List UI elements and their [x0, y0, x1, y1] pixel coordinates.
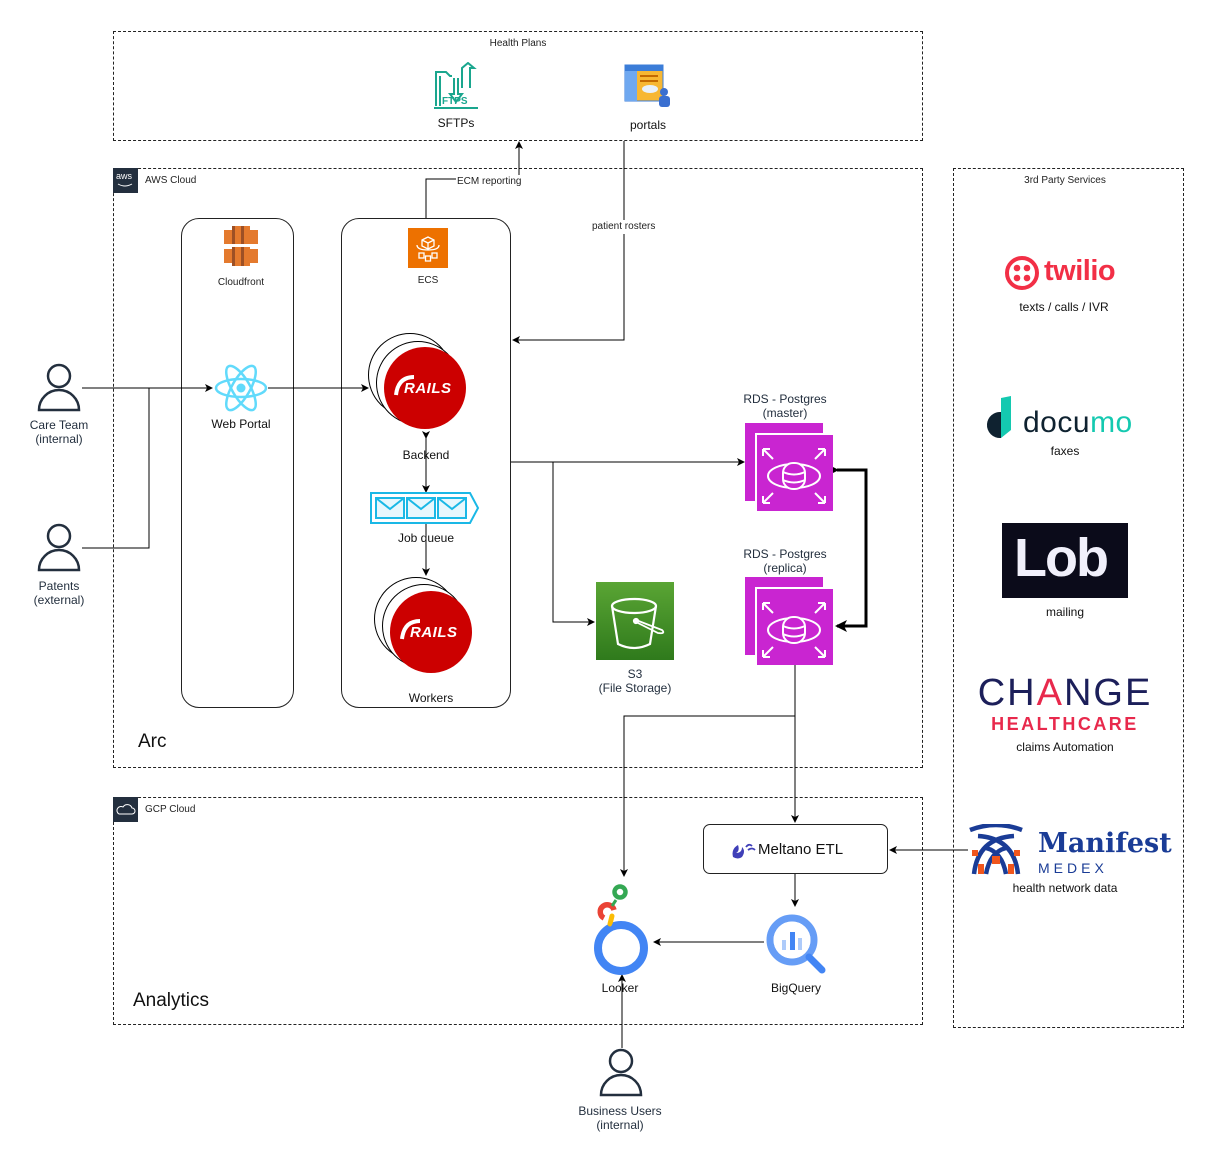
rds-replica-label-line1: RDS - Postgres	[743, 547, 827, 561]
business-users-avatar-icon	[598, 1047, 644, 1097]
react-web-portal-icon	[214, 364, 268, 412]
manifest-wordmark: Manifest	[1038, 828, 1172, 859]
lob-caption: mailing	[1045, 605, 1084, 619]
portals-icon	[624, 64, 672, 108]
rails-logo-text: RAILS	[410, 624, 458, 641]
care-team-label-line1: Care Team	[29, 418, 89, 432]
bigquery-icon	[764, 912, 828, 976]
documo-wordmark-b: mo	[1090, 406, 1133, 439]
healthcare-wordmark: HEALTHCARE	[991, 714, 1139, 734]
sftp-icon: FTPS	[432, 61, 480, 110]
health-plans-group	[113, 31, 923, 141]
rds-master-label-line2: (master)	[762, 406, 808, 420]
gcp-cloud-group	[113, 797, 923, 1025]
sftp-label: SFTPs	[437, 116, 475, 130]
cloudfront-lane	[181, 218, 294, 708]
sftp-icon-text: FTPS	[442, 96, 468, 107]
s3-label-line1: S3	[627, 667, 643, 681]
rds-master-icon	[745, 423, 835, 513]
change-healthcare-logo: CHANGE HEALTHCARE	[972, 672, 1162, 736]
change-wordmark-mid: A	[1036, 672, 1064, 714]
third-party-group	[953, 168, 1184, 1028]
documo-caption: faxes	[1050, 444, 1080, 458]
patients-label-line2: (external)	[33, 593, 85, 607]
backend-label: Backend	[402, 448, 450, 462]
twilio-logo-icon	[1005, 256, 1039, 290]
aws-logo-icon: aws	[113, 168, 138, 193]
documo-wordmark-a: docu	[1023, 406, 1091, 439]
workers-label: Workers	[408, 691, 454, 705]
documo-logo: documo	[985, 396, 1155, 442]
arc-section-title: Arc	[138, 731, 167, 752]
twilio-caption: texts / calls / IVR	[1019, 300, 1109, 314]
web-portal-label: Web Portal	[211, 417, 271, 431]
business-users-label-line1: Business Users	[578, 1104, 662, 1118]
aws-badge-text: aws	[116, 171, 133, 181]
twilio-logo: twilio	[1004, 255, 1134, 291]
s3-bucket-icon	[596, 582, 674, 660]
manifest-medex-logo: Manifest MEDEX	[968, 824, 1172, 876]
health-plans-title: Health Plans	[489, 38, 547, 49]
care-team-avatar-icon	[36, 362, 82, 412]
backend-rails-stack: RAILS	[368, 333, 468, 433]
bigquery-label: BigQuery	[770, 981, 822, 995]
meltano-label: Meltano ETL	[758, 841, 844, 858]
meltano-logo-icon	[732, 843, 756, 859]
ecs-label: ECS	[417, 275, 439, 286]
rds-master-label-line1: RDS - Postgres	[743, 392, 827, 406]
analytics-section-title: Analytics	[133, 990, 210, 1011]
ecs-icon	[408, 228, 448, 268]
medex-wordmark: MEDEX	[1038, 860, 1108, 876]
gcp-cloud-icon	[113, 797, 138, 822]
business-users-label-line2: (internal)	[596, 1118, 644, 1132]
change-wordmark-pre: CH	[977, 672, 1037, 714]
workers-rails-stack: RAILS	[374, 577, 474, 677]
cloudfront-label: Cloudfront	[217, 277, 265, 288]
documo-logo-icon	[986, 396, 1011, 439]
twilio-wordmark: twilio	[1044, 255, 1116, 287]
ecs-lane	[341, 218, 511, 708]
meltano-etl-box: Meltano ETL	[703, 824, 888, 874]
manifest-logo-icon	[969, 824, 1023, 875]
portals-label: portals	[629, 118, 667, 132]
rds-replica-icon	[745, 577, 835, 667]
rails-logo-icon: RAILS	[390, 591, 472, 673]
manifest-caption: health network data	[1012, 881, 1118, 895]
patients-label-line1: Patents	[38, 579, 80, 593]
patients-avatar-icon	[36, 522, 82, 572]
documo-wordmark: documo	[1023, 406, 1133, 440]
rails-logo-text: RAILS	[404, 380, 452, 397]
looker-icon	[592, 884, 654, 976]
gcp-cloud-title: GCP Cloud	[145, 804, 196, 815]
looker-label: Looker	[601, 981, 639, 995]
care-team-label-line2: (internal)	[35, 432, 83, 446]
ecm-reporting-label: ECM reporting	[456, 175, 523, 189]
aws-cloud-title: AWS Cloud	[145, 175, 197, 186]
third-party-title: 3rd Party Services	[1024, 175, 1106, 186]
job-queue-icon	[370, 492, 480, 524]
change-wordmark-post: NGE	[1063, 672, 1153, 714]
cloudfront-icon	[222, 224, 260, 268]
lob-logo: Lob	[1002, 523, 1128, 598]
rds-replica-label-line2: (replica)	[763, 561, 807, 575]
patient-rosters-label: patient rosters	[592, 220, 656, 234]
rails-logo-icon: RAILS	[384, 347, 466, 429]
job-queue-label: Job queue	[397, 531, 455, 545]
lob-wordmark: Lob	[1014, 528, 1109, 588]
change-wordmark: CHANGE	[972, 672, 1158, 715]
change-caption: claims Automation	[1016, 740, 1114, 754]
s3-label-line2: (File Storage)	[598, 681, 672, 695]
